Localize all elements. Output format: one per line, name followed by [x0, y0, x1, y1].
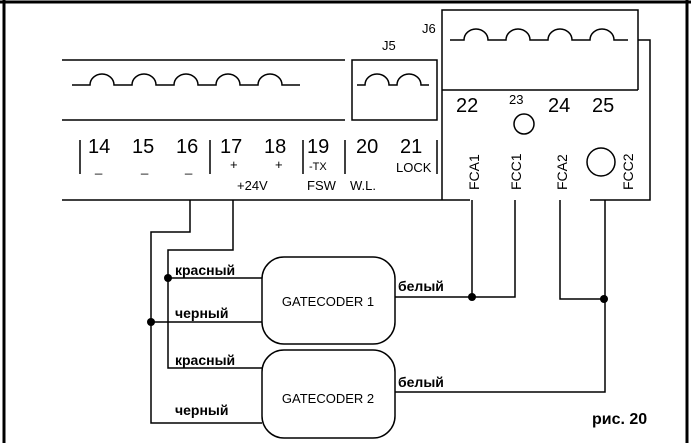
sublabel-16-minus: _	[184, 160, 193, 175]
terminal-16: 16	[176, 136, 198, 158]
j6-label: J6	[422, 21, 436, 36]
terminal-24: 24	[548, 95, 570, 117]
gatecoder-1-red-label: красный	[175, 262, 235, 278]
sublabel-tx: -TX	[309, 161, 327, 173]
gatecoder-1-white-label: белый	[398, 278, 444, 294]
terminal-block-main	[62, 59, 470, 201]
terminal-19: 19	[307, 136, 329, 158]
junction-red	[164, 274, 172, 282]
connector-j5: J5	[351, 38, 438, 121]
terminal-numbers: 14 15 16 17 18 19 20 21 22 23 24 25	[88, 92, 614, 158]
gatecoder-2-black-label: черный	[175, 402, 228, 418]
terminal-22: 22	[456, 95, 478, 117]
sublabel-24v: +24V	[237, 178, 268, 193]
gatecoder-2-label: GATECODER 2	[282, 391, 374, 406]
terminal-21: 21	[400, 136, 422, 158]
gatecoder-2: GATECODER 2 красный черный белый	[175, 349, 444, 439]
sublabel-15-minus: _	[140, 160, 149, 175]
limit-switch-labels: FCA1 FCC1 FCA2 FCC2	[466, 153, 636, 190]
sublabel-18-plus: +	[275, 157, 283, 172]
terminal-18: 18	[264, 136, 286, 158]
terminal-14: 14	[88, 136, 110, 158]
fcc2-circle	[586, 147, 616, 177]
terminal-17: 17	[220, 136, 242, 158]
gatecoder-1: GATECODER 1 красный черный белый	[175, 256, 444, 345]
label-fca1: FCA1	[466, 154, 482, 190]
terminal-23-circle	[513, 113, 535, 135]
sublabel-fsw: FSW	[307, 178, 337, 193]
gatecoder-1-black-label: черный	[175, 305, 228, 321]
terminal-23: 23	[509, 92, 523, 107]
junction-black	[147, 318, 155, 326]
sublabel-17-plus: +	[230, 157, 238, 172]
junction-dots	[147, 274, 608, 326]
gatecoder-1-label: GATECODER 1	[282, 294, 374, 309]
label-fcc1: FCC1	[508, 153, 524, 190]
terminal-20: 20	[356, 136, 378, 158]
sublabel-14-minus: _	[94, 160, 103, 175]
j5-label: J5	[382, 38, 396, 53]
figure-caption: рис. 20	[592, 411, 647, 428]
terminal-25: 25	[592, 95, 614, 117]
sublabel-wl: W.L.	[350, 178, 376, 193]
connector-j6: J6	[422, 9, 651, 201]
sublabel-lock: LOCK	[396, 160, 432, 175]
gatecoder-2-white-label: белый	[398, 374, 444, 390]
junction-fcc2	[600, 295, 608, 303]
label-fcc2: FCC2	[620, 153, 636, 190]
gatecoder-2-red-label: красный	[175, 352, 235, 368]
junction-fca1	[468, 293, 476, 301]
label-fca2: FCA2	[554, 154, 570, 190]
terminal-15: 15	[132, 136, 154, 158]
terminal-sublabels: _ _ _ + + +24V -TX FSW W.L. LOCK	[94, 157, 432, 193]
